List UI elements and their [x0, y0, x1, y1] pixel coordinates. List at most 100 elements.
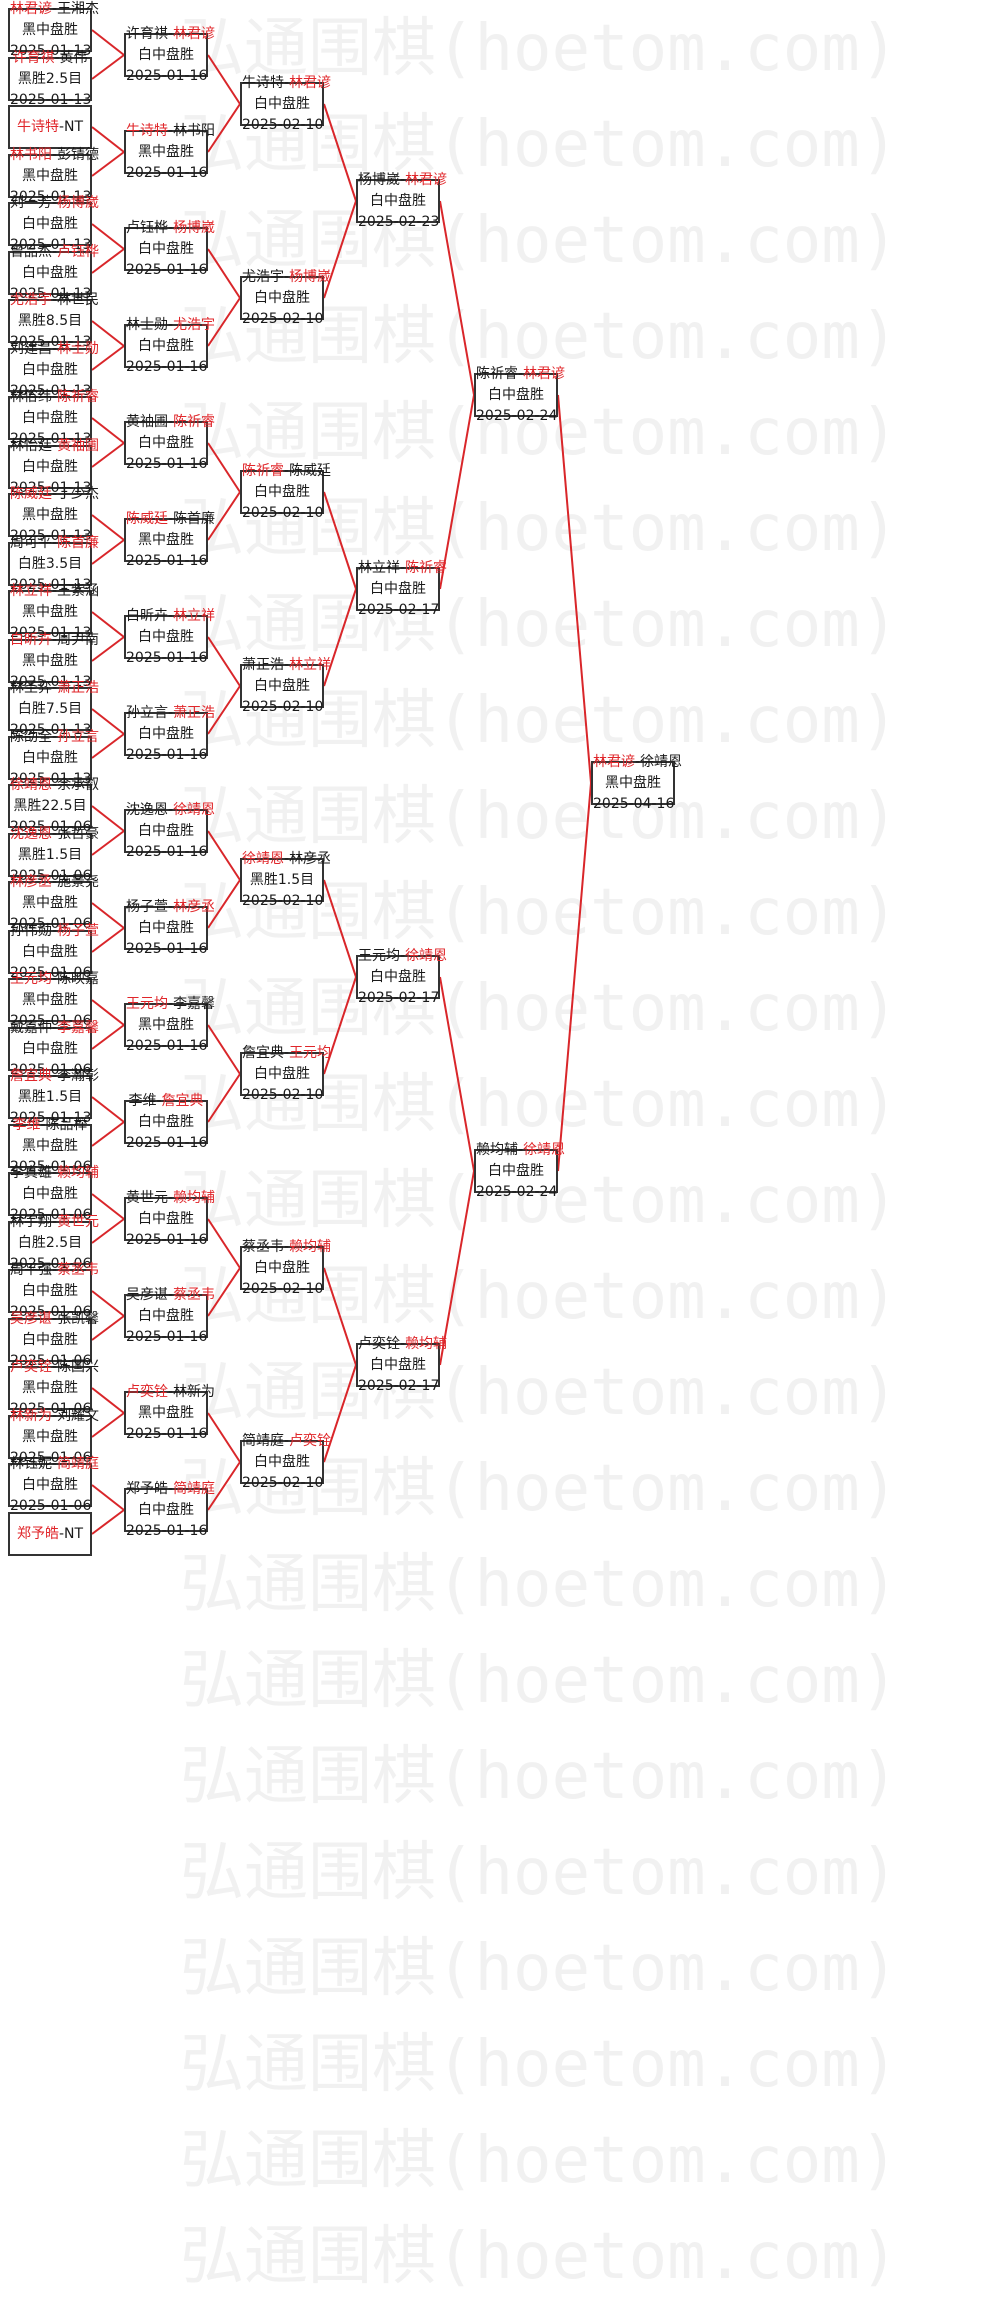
- black-player-name[interactable]: 林钰妮: [10, 1455, 52, 1472]
- black-player-name[interactable]: 沈逸恩: [126, 801, 168, 818]
- white-player-name[interactable]: 丁少杰: [57, 485, 100, 502]
- black-player-name[interactable]: 牛诗特: [126, 122, 168, 139]
- white-player-name[interactable]: 萧正浩: [173, 704, 216, 721]
- white-player-name[interactable]: 林君谚: [289, 74, 332, 91]
- black-player-name[interactable]: 李维: [12, 1116, 41, 1133]
- white-player-name[interactable]: 林新为: [173, 1383, 216, 1400]
- white-player-name[interactable]: 蔡丞韦: [57, 1261, 100, 1278]
- black-player-name[interactable]: 郑予皓: [16, 1525, 59, 1542]
- white-player-name[interactable]: 施景尧: [57, 873, 100, 890]
- white-player-name[interactable]: 林士勋: [57, 340, 100, 357]
- white-player-name[interactable]: 赖均辅: [57, 1164, 100, 1181]
- black-player-name[interactable]: 林君谚: [593, 753, 635, 770]
- black-player-name[interactable]: 陈劭全: [10, 728, 52, 745]
- white-player-name[interactable]: 黄世元: [57, 1213, 100, 1230]
- white-player-name[interactable]: 陈品榉: [45, 1116, 88, 1133]
- black-player-name[interactable]: 林书阳: [10, 146, 52, 163]
- white-player-name[interactable]: 尤浩宇: [173, 316, 216, 333]
- white-player-name[interactable]: 黄袖圃: [57, 437, 100, 454]
- black-player-name[interactable]: 戴嘉仲: [10, 1019, 52, 1036]
- white-player-name[interactable]: 陈祈睿: [173, 413, 216, 430]
- black-player-name[interactable]: 林圣弈: [10, 679, 52, 696]
- white-player-name[interactable]: 徐靖恩: [640, 753, 683, 770]
- black-player-name[interactable]: 尤浩宇: [242, 268, 284, 285]
- black-player-name[interactable]: 徐靖恩: [242, 850, 284, 867]
- black-player-name[interactable]: 王元均: [126, 995, 168, 1012]
- black-player-name[interactable]: 卢奕铨: [126, 1383, 168, 1400]
- white-player-name[interactable]: 林书阳: [173, 122, 216, 139]
- white-player-name[interactable]: 陈祈睿: [405, 559, 448, 576]
- black-player-name[interactable]: 杨子萱: [126, 898, 168, 915]
- black-player-name[interactable]: 林君谚: [10, 0, 52, 17]
- black-player-name[interactable]: 卢奕铨: [358, 1335, 400, 1352]
- white-player-name[interactable]: 杨博崴: [57, 194, 100, 211]
- white-player-name[interactable]: 林立祥: [289, 656, 332, 673]
- white-player-name[interactable]: 周尹南: [57, 631, 100, 648]
- white-player-name[interactable]: 陈国兴: [57, 1358, 100, 1375]
- black-player-name[interactable]: 孙立言: [126, 704, 168, 721]
- white-player-name[interactable]: 简靖庭: [173, 1480, 216, 1497]
- white-player-name[interactable]: 蔡丞韦: [173, 1286, 216, 1303]
- black-player-name[interactable]: 徐靖恩: [10, 776, 52, 793]
- black-player-name[interactable]: 牛诗特: [242, 74, 284, 91]
- white-player-name[interactable]: 赖均辅: [173, 1189, 216, 1206]
- black-player-name[interactable]: 简靖庭: [242, 1432, 284, 1449]
- white-player-name[interactable]: 黄伟: [59, 49, 88, 66]
- black-player-name[interactable]: 周可平: [10, 534, 52, 551]
- black-player-name[interactable]: 许育祺: [12, 49, 55, 66]
- white-player-name[interactable]: 卢奕铨: [289, 1432, 332, 1449]
- black-player-name[interactable]: 林俗纬: [10, 388, 52, 405]
- white-player-name[interactable]: 林立祥: [173, 607, 216, 624]
- black-player-name[interactable]: 陈威廷: [10, 485, 52, 502]
- black-player-name[interactable]: 尤浩宇: [10, 291, 52, 308]
- black-player-name[interactable]: 卢奕铨: [10, 1358, 52, 1375]
- white-player-name[interactable]: 王紫涵: [57, 582, 100, 599]
- black-player-name[interactable]: 林怡廷: [10, 437, 52, 454]
- white-player-name[interactable]: 刘耀文: [57, 1407, 100, 1424]
- black-player-name[interactable]: 王元均: [358, 947, 400, 964]
- white-player-name[interactable]: 简靖庭: [57, 1455, 100, 1472]
- white-player-name[interactable]: 张凯馨: [57, 1310, 100, 1327]
- black-player-name[interactable]: 黄袖圃: [126, 413, 168, 430]
- black-player-name[interactable]: 陈威廷: [126, 510, 168, 527]
- white-player-name[interactable]: 王元均: [289, 1044, 332, 1061]
- white-player-name[interactable]: 徐靖恩: [405, 947, 448, 964]
- white-player-name[interactable]: 彭锖德: [57, 146, 100, 163]
- white-player-name[interactable]: 林世民: [57, 291, 100, 308]
- white-player-name[interactable]: 徐靖恩: [523, 1141, 566, 1158]
- white-player-name[interactable]: 卢钰桦: [57, 243, 100, 260]
- white-player-name[interactable]: 孙立言: [57, 728, 100, 745]
- black-player-name[interactable]: 詹宜典: [10, 1067, 52, 1084]
- white-player-name[interactable]: 陈威廷: [289, 462, 332, 479]
- white-player-name[interactable]: 陈首廉: [173, 510, 216, 527]
- white-player-name[interactable]: 张哲豪: [57, 825, 100, 842]
- black-player-name[interactable]: 李维: [128, 1092, 157, 1109]
- white-player-name[interactable]: 李嘉馨: [57, 1019, 100, 1036]
- black-player-name[interactable]: 沈逸恩: [10, 825, 52, 842]
- black-player-name[interactable]: 牛诗特: [16, 118, 59, 135]
- white-player-name[interactable]: 李嘉馨: [173, 995, 216, 1012]
- black-player-name[interactable]: 王元均: [10, 970, 52, 987]
- white-player-name[interactable]: 杨博崴: [173, 219, 216, 236]
- black-player-name[interactable]: 赖均辅: [476, 1141, 518, 1158]
- black-player-name[interactable]: 吴彦谌: [10, 1310, 52, 1327]
- white-player-name[interactable]: 林君谚: [523, 365, 566, 382]
- white-player-name[interactable]: 萧正浩: [57, 679, 100, 696]
- white-player-name[interactable]: 林彦丞: [173, 898, 216, 915]
- white-player-name[interactable]: 余承叡: [57, 776, 100, 793]
- white-player-name[interactable]: 林彦丞: [289, 850, 332, 867]
- black-player-name[interactable]: 林士勋: [126, 316, 168, 333]
- white-player-name[interactable]: 徐靖恩: [173, 801, 216, 818]
- black-player-name[interactable]: 白昕卉: [10, 631, 52, 648]
- white-player-name[interactable]: 王湘杰: [57, 0, 100, 17]
- white-player-name[interactable]: 陈首廉: [57, 534, 100, 551]
- black-player-name[interactable]: 蔡丞韦: [242, 1238, 284, 1255]
- black-player-name[interactable]: 卢钰桦: [126, 219, 168, 236]
- black-player-name[interactable]: 林彦丞: [10, 873, 52, 890]
- black-player-name[interactable]: 白昕卉: [126, 607, 168, 624]
- white-player-name[interactable]: 陈映嘉: [57, 970, 100, 987]
- white-player-name[interactable]: NT: [64, 118, 84, 135]
- white-player-name[interactable]: NT: [64, 1525, 84, 1542]
- black-player-name[interactable]: 许育祺: [126, 25, 168, 42]
- white-player-name[interactable]: 杨子萱: [57, 922, 100, 939]
